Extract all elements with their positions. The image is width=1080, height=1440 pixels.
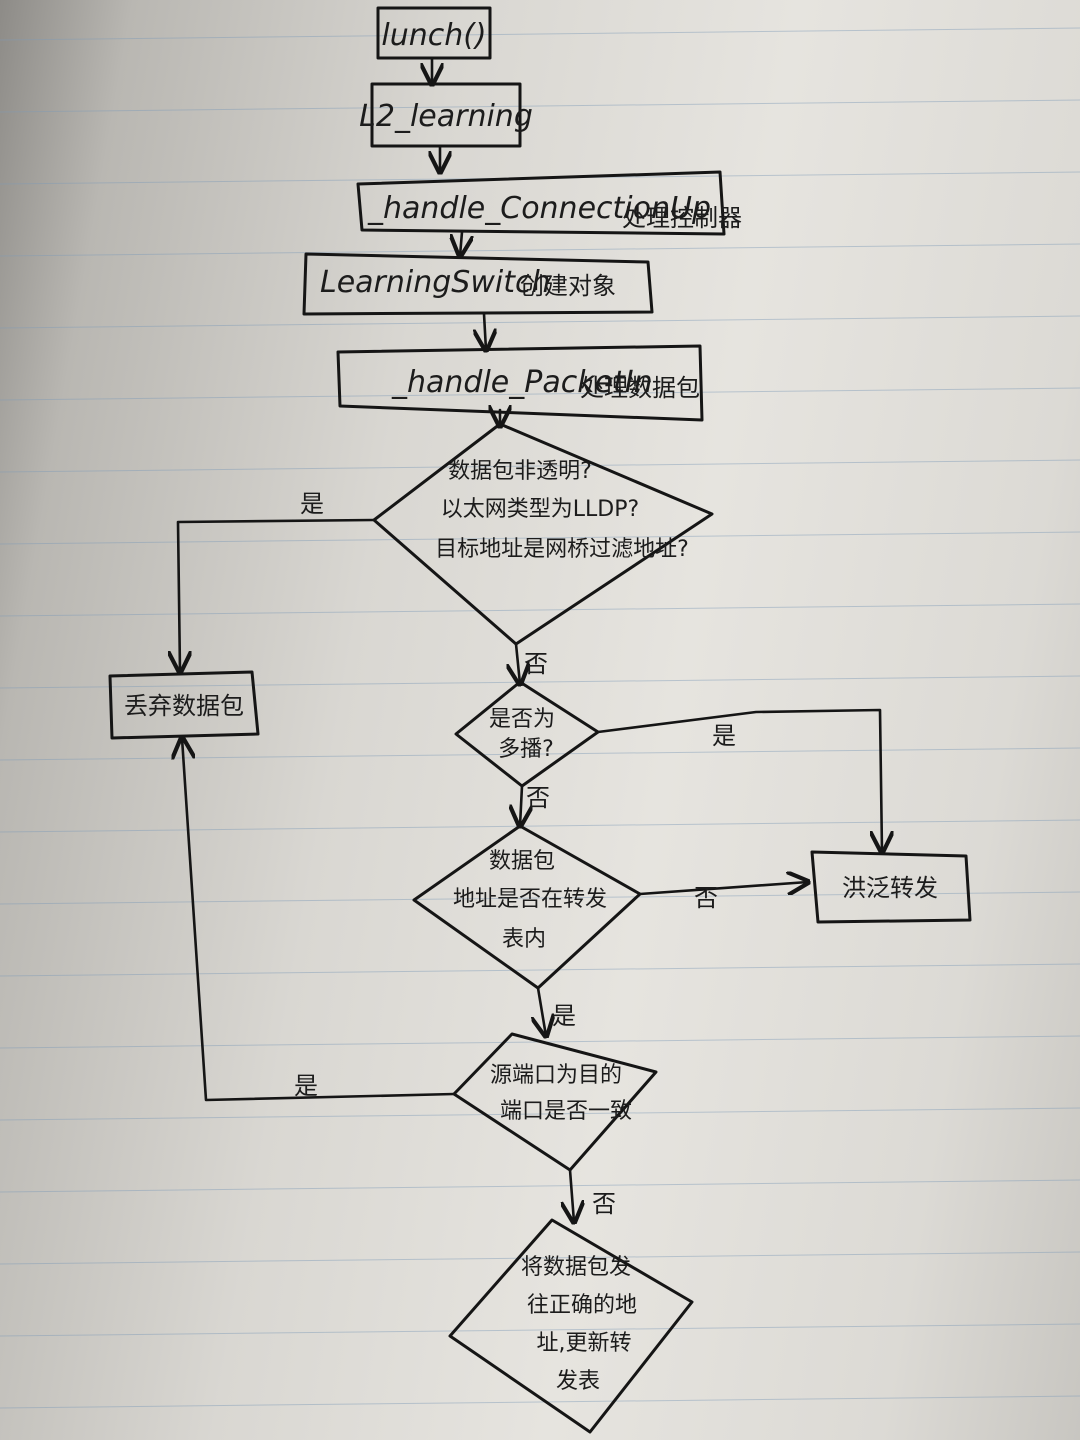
box-l2-learning-text: L2_learning	[359, 99, 533, 134]
label-d3-yes: 是	[552, 1002, 576, 1030]
decision-port-line-2: 端口是否一致	[500, 1099, 632, 1124]
label-d4-no: 否	[592, 1190, 616, 1218]
decision-table-line-2: 地址是否在转发	[453, 887, 607, 912]
box-drop-packet-text: 丢弃数据包	[124, 692, 244, 720]
decision-send-line-1: 将数据包发	[521, 1255, 631, 1280]
decision-same-port: 源端口为目的 端口是否一致	[452, 1032, 658, 1172]
box-l2-learning: L2_learning	[359, 82, 533, 148]
decision-send-update: 将数据包发 往正确的地 址,更新转 发表	[448, 1218, 694, 1434]
label-d1-yes: 是	[300, 490, 324, 518]
decision-filter-line-3: 目标地址是网桥过滤地址?	[435, 537, 689, 562]
box-flood-forward-text: 洪泛转发	[842, 874, 938, 902]
decision-table-line-1: 数据包	[489, 849, 555, 874]
decision-send-line-2: 往正确的地	[527, 1293, 637, 1318]
decision-filter-check: 数据包非透明? 以太网类型为LLDP? 目标地址是网桥过滤地址?	[372, 422, 714, 646]
edge-labels: 是 否 是 否 否 是 是 否	[294, 490, 736, 1218]
box-connection-up-note: 处理控制器	[622, 204, 742, 232]
box-lunch-text: lunch()	[381, 18, 486, 53]
decision-multicast: 是否为 多播?	[454, 680, 600, 788]
box-connection-up: _handle_ConnectionUp 处理控制器	[356, 170, 742, 236]
label-d2-yes: 是	[712, 722, 736, 750]
decision-port-line-1: 源端口为目的	[490, 1063, 622, 1088]
label-d2-no: 否	[526, 784, 550, 812]
box-packet-in-note: 处理数据包	[580, 374, 700, 402]
box-packet-in: _handle_PacketIn 处理数据包	[336, 344, 704, 422]
box-packet-in-text: _handle_PacketIn	[391, 365, 653, 400]
label-d1-no: 否	[524, 650, 548, 678]
decision-multicast-line-1: 是否为	[489, 707, 555, 732]
decision-send-line-4: 发表	[556, 1369, 600, 1394]
decision-filter-line-2: 以太网类型为LLDP?	[441, 497, 639, 522]
box-learning-switch-text: LearningSwitch	[320, 265, 550, 300]
box-connection-up-text: _handle_ConnectionUp	[367, 191, 711, 226]
box-learning-switch: LearningSwitch 创建对象	[302, 252, 654, 316]
box-drop-packet: 丢弃数据包	[108, 670, 260, 740]
box-flood-forward: 洪泛转发	[810, 850, 972, 924]
decision-in-forward-table: 数据包 地址是否在转发 表内	[412, 824, 642, 990]
connectors	[178, 56, 882, 1222]
box-lunch: lunch()	[376, 6, 492, 60]
decision-send-line-3: 址,更新转	[537, 1331, 632, 1356]
label-d3-no: 否	[694, 884, 718, 912]
label-d4-yes: 是	[294, 1072, 318, 1100]
decision-multicast-line-2: 多播?	[498, 737, 554, 762]
box-learning-switch-note: 创建对象	[520, 272, 616, 300]
decision-table-line-3: 表内	[502, 927, 546, 952]
decision-filter-line-1: 数据包非透明?	[448, 459, 592, 484]
